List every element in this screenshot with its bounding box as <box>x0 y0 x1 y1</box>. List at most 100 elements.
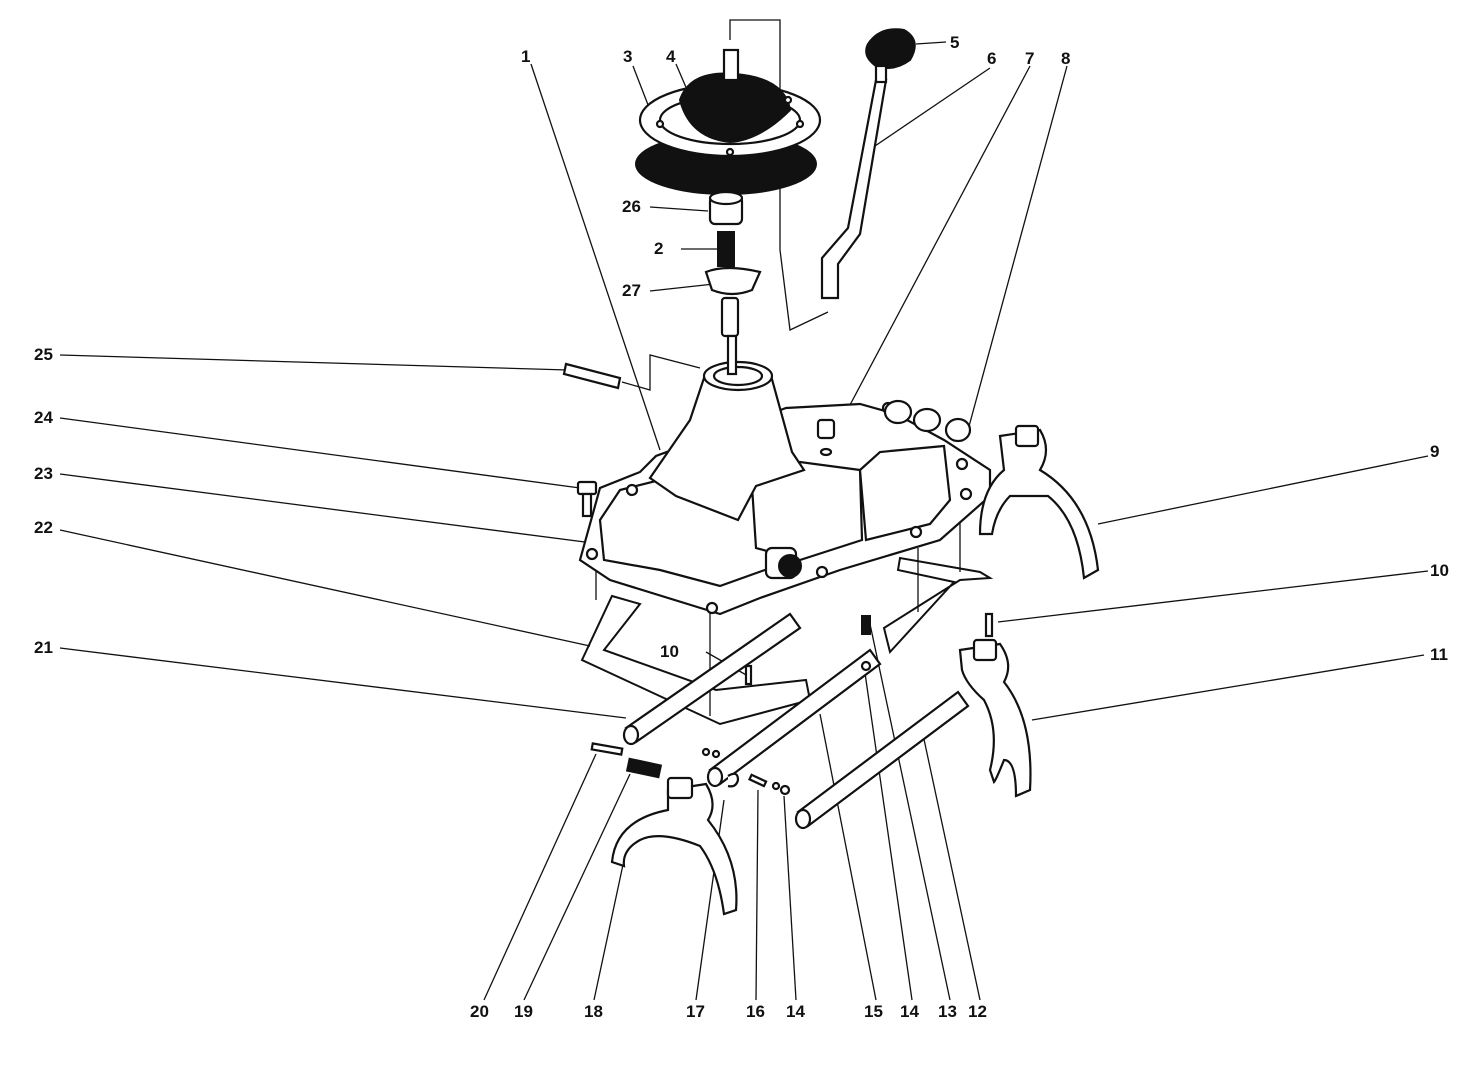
callout-10b: 10 <box>660 642 679 661</box>
drain-plug <box>764 546 802 580</box>
lever-neck <box>874 64 888 84</box>
leader-lines <box>59 41 1429 1001</box>
leader-11 <box>1031 654 1425 721</box>
housing-rear-box <box>858 444 952 542</box>
leader-16 <box>755 789 759 1001</box>
plate-hole-3 <box>725 147 735 157</box>
housing-bolt-hole-6 <box>909 525 923 539</box>
boot-assembly <box>635 48 822 195</box>
callout-27: 27 <box>622 281 641 300</box>
lever-lower-rod <box>720 296 740 338</box>
pin-10b <box>744 664 753 686</box>
ball-16-2 <box>771 781 781 791</box>
leader-5 <box>915 41 947 45</box>
bolt-shank <box>581 492 593 518</box>
gasket <box>580 500 994 726</box>
callout-7: 7 <box>1025 49 1035 68</box>
leader-12 <box>921 729 981 1001</box>
plate-hole-4 <box>783 95 793 105</box>
callout-6: 6 <box>987 49 997 68</box>
callout-16: 16 <box>746 1002 765 1021</box>
plate-hole-1 <box>655 119 665 129</box>
callout-23: 23 <box>34 464 53 483</box>
plate-hole-2 <box>795 119 805 129</box>
breather-washer <box>819 447 833 457</box>
leader-26 <box>649 206 709 212</box>
housing-bolt-hole-5 <box>959 487 973 501</box>
leader-14b <box>783 795 797 1001</box>
leader-18 <box>593 859 625 1001</box>
fork-11 <box>958 642 1032 798</box>
callout-20: 20 <box>470 1002 489 1021</box>
ball-14b <box>779 784 791 796</box>
expansion-plug-1 <box>883 399 913 425</box>
rail-12 <box>796 690 970 828</box>
callout-26: 26 <box>622 197 641 216</box>
leader-7 <box>841 65 1031 421</box>
expansion-plug-3 <box>944 417 972 443</box>
callout-12: 12 <box>968 1002 987 1021</box>
fork-9-pad <box>1014 424 1040 448</box>
housing-right-box <box>750 460 864 562</box>
spring-2 <box>717 231 735 267</box>
ball-extra-1 <box>701 747 711 757</box>
lever-tip <box>726 334 738 376</box>
housing-bolt-hole-4 <box>815 565 829 579</box>
callout-18: 18 <box>584 1002 603 1021</box>
callout-8: 8 <box>1061 49 1071 68</box>
seat-27 <box>704 266 762 296</box>
gasket-outline <box>580 594 812 726</box>
callout-25: 25 <box>34 345 53 364</box>
pin-16 <box>748 773 768 788</box>
pin-10a <box>984 612 994 638</box>
leader-22 <box>59 529 591 647</box>
lever-parts <box>704 190 762 376</box>
leader-3 <box>632 65 651 111</box>
callout-10a: 10 <box>1430 561 1449 580</box>
rail-12-end <box>794 808 812 830</box>
callout-4: 4 <box>666 47 676 66</box>
small-hardware <box>590 612 994 796</box>
housing-tower <box>648 370 806 522</box>
leader-1 <box>530 63 661 451</box>
retainer-26-top <box>708 190 744 206</box>
lever-knob <box>865 28 916 69</box>
shift-lever <box>820 28 916 300</box>
breather-and-caps <box>816 399 972 457</box>
leader-6 <box>871 67 991 149</box>
spring-19 <box>625 757 663 779</box>
drain-plug-head <box>778 554 802 578</box>
assembly-line-pin <box>621 354 701 391</box>
leader-25 <box>59 354 569 371</box>
leader-14a <box>863 665 913 1001</box>
leader-24 <box>59 417 581 489</box>
fork-9 <box>978 428 1100 580</box>
leader-19 <box>523 773 631 1001</box>
callout-1: 1 <box>521 47 531 66</box>
shift-rails <box>622 612 970 830</box>
housing-bolt-hole-2 <box>625 483 639 497</box>
gasket-outline-right <box>882 556 994 655</box>
callout-22: 22 <box>34 518 53 537</box>
callout-13: 13 <box>938 1002 957 1021</box>
leader-9 <box>1097 455 1429 525</box>
housing-bolt-hole-1 <box>585 547 599 561</box>
screw-20 <box>590 742 624 756</box>
callout-14b: 14 <box>786 1002 805 1021</box>
rail-15-end <box>706 766 724 788</box>
callout-14a: 14 <box>900 1002 919 1021</box>
leader-10a <box>997 570 1429 623</box>
fork-18 <box>610 782 738 916</box>
bolt-head <box>576 480 598 496</box>
leader-17 <box>695 799 725 1001</box>
callout-5: 5 <box>950 33 960 52</box>
leader-21 <box>59 647 627 719</box>
ball-14a <box>860 660 872 672</box>
callout-19: 19 <box>514 1002 533 1021</box>
lever-rod <box>820 78 888 300</box>
shift-forks <box>610 424 1100 916</box>
leader-13 <box>869 623 951 1001</box>
callout-24: 24 <box>34 408 53 427</box>
callout-9: 9 <box>1430 442 1440 461</box>
